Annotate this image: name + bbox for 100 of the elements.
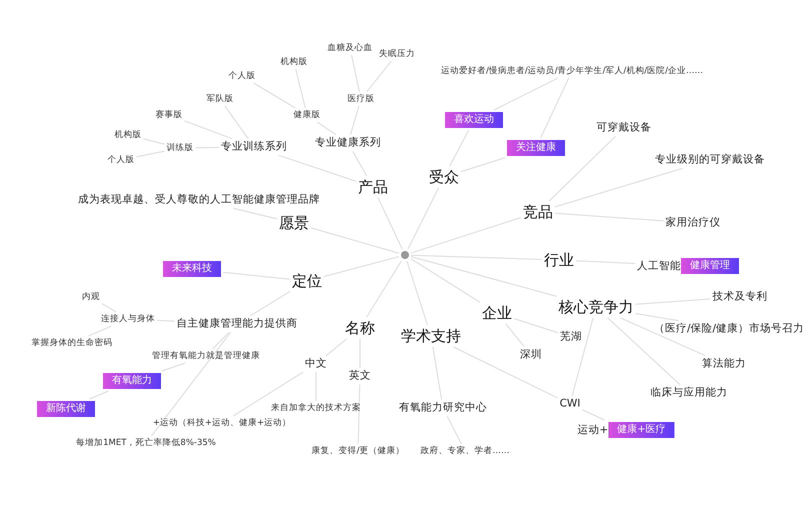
topic-label: 学术支持 (401, 327, 461, 345)
keyword-tag: 关注健康 (507, 140, 565, 156)
connector-line (432, 346, 442, 400)
leaf-label: 掌握身体的生命密码 (32, 338, 112, 348)
subtopic-label: 技术及专利 (712, 290, 768, 304)
connector-line (635, 298, 711, 305)
connector-line (494, 78, 558, 110)
connector-line (554, 168, 684, 208)
subtopic-label: 专业级别的可穿戴设备 (655, 154, 765, 166)
subtopic-label: 算法能力 (702, 358, 746, 370)
connector-line (358, 384, 360, 444)
connector-line (540, 78, 570, 138)
topic-label: 核心竞争力 (558, 298, 634, 316)
connector-line (582, 409, 605, 420)
subtopic-label: CWI (560, 398, 580, 410)
connector-line (620, 318, 706, 356)
connector-line (222, 272, 290, 280)
connector-line (316, 122, 336, 136)
leaf-label: 运动爱好者/慢病患者/运动员/青少年学生/军人/机构/医院/企业…… (440, 66, 704, 76)
keyword-tag: 喜欢运动 (445, 112, 503, 128)
connector-line (102, 303, 117, 312)
connector-line (635, 313, 680, 322)
subtopic-label: 芜湖 (560, 330, 582, 344)
subtopic-label: 专业健康系列 (315, 136, 381, 150)
leaf-label: 健康版 (294, 110, 320, 120)
connector-line (224, 106, 249, 140)
connector-line (366, 260, 402, 318)
topic-label: 受众 (429, 168, 459, 186)
connector-line (460, 157, 506, 172)
subtopic-label: 中文 (305, 358, 327, 370)
connector-line (324, 256, 400, 277)
connector-line (212, 332, 230, 350)
connector-line (250, 290, 290, 316)
connector-line (408, 188, 439, 250)
subtopic-label: 有氧能力研究中心 (399, 402, 487, 414)
subtopic-label: 深圳 (520, 348, 542, 362)
subtopic-label: 成为表现卓越、受人尊敬的人工智能健康管理品牌 (78, 194, 320, 206)
connector-line (195, 146, 220, 148)
leaf-label: 血糖及心血 (328, 42, 372, 54)
connector-line (572, 318, 594, 396)
connector-line (548, 136, 616, 202)
leaf-label: 军队版 (206, 94, 234, 104)
connector-line (350, 106, 360, 136)
connector-line (554, 212, 664, 222)
connector-line (410, 217, 522, 254)
topic-label: 企业 (482, 304, 512, 322)
connector-line (406, 260, 428, 326)
connector-line (88, 326, 112, 336)
subtopic-label: 可穿戴设备 (596, 122, 652, 134)
connector-line (352, 150, 368, 176)
connector-line (278, 154, 356, 182)
topic-label: 名称 (345, 319, 375, 337)
topic-label: 产品 (358, 178, 388, 196)
subtopic-label: 临床与应用能力 (650, 386, 728, 400)
leaf-label: +运动（科技+运动、健康+运动） (152, 418, 292, 428)
connector-line (295, 68, 306, 108)
leaf-label: 医疗版 (348, 94, 374, 104)
keyword-tag: 新陈代谢 (37, 401, 95, 417)
subtopic-label: 运动+ (577, 424, 608, 436)
connector-line (232, 208, 278, 220)
connector-line (156, 320, 175, 322)
topic-label: 愿景 (279, 214, 309, 232)
leaf-label: 来自加拿大的技术方案 (271, 402, 361, 414)
connector-line (89, 390, 109, 400)
keyword-tag: 健康+医疗 (608, 422, 675, 438)
connector-line (351, 54, 360, 92)
leaf-label: 失眠压力 (379, 48, 415, 60)
connector-line (446, 416, 462, 444)
connector-line (143, 138, 165, 145)
connector-line (366, 60, 392, 92)
connector-line (253, 82, 296, 108)
connector-line (452, 346, 558, 398)
leaf-label: 机构版 (280, 56, 308, 68)
connector-line (576, 260, 636, 264)
connector-line (150, 332, 232, 436)
connector-line (410, 258, 480, 303)
connector-line (161, 362, 186, 372)
connector-line (326, 338, 348, 356)
leaf-label: 个人版 (228, 70, 256, 82)
connector-line (410, 256, 557, 297)
connector-line (607, 318, 681, 386)
leaf-label: 每增加1MET，死亡率降低8%-35% (76, 438, 216, 448)
connector-line (449, 130, 470, 166)
keyword-tag: 未来科技 (163, 261, 221, 277)
leaf-label: 机构版 (114, 130, 142, 140)
connector-line (378, 198, 403, 250)
subtopic-label: 自主健康管理能力提供商 (176, 318, 298, 330)
connector-line (184, 120, 232, 140)
hub-dot (401, 251, 409, 259)
subtopic-label: 家用治疗仪 (666, 216, 720, 230)
leaf-label: 康复、变得/更（健康） (312, 446, 404, 456)
connector-line (505, 324, 525, 348)
subtopic-label: 英文 (349, 370, 371, 382)
subtopic-label: （医疗/保险/健康）市场号召力 (654, 322, 804, 336)
connector-line (310, 227, 400, 254)
connector-line (410, 254, 542, 260)
leaf-label: 赛事版 (156, 110, 182, 120)
topic-label: 定位 (292, 272, 322, 290)
leaf-label: 个人版 (108, 154, 134, 166)
keyword-tag: 有氧能力 (103, 373, 161, 389)
